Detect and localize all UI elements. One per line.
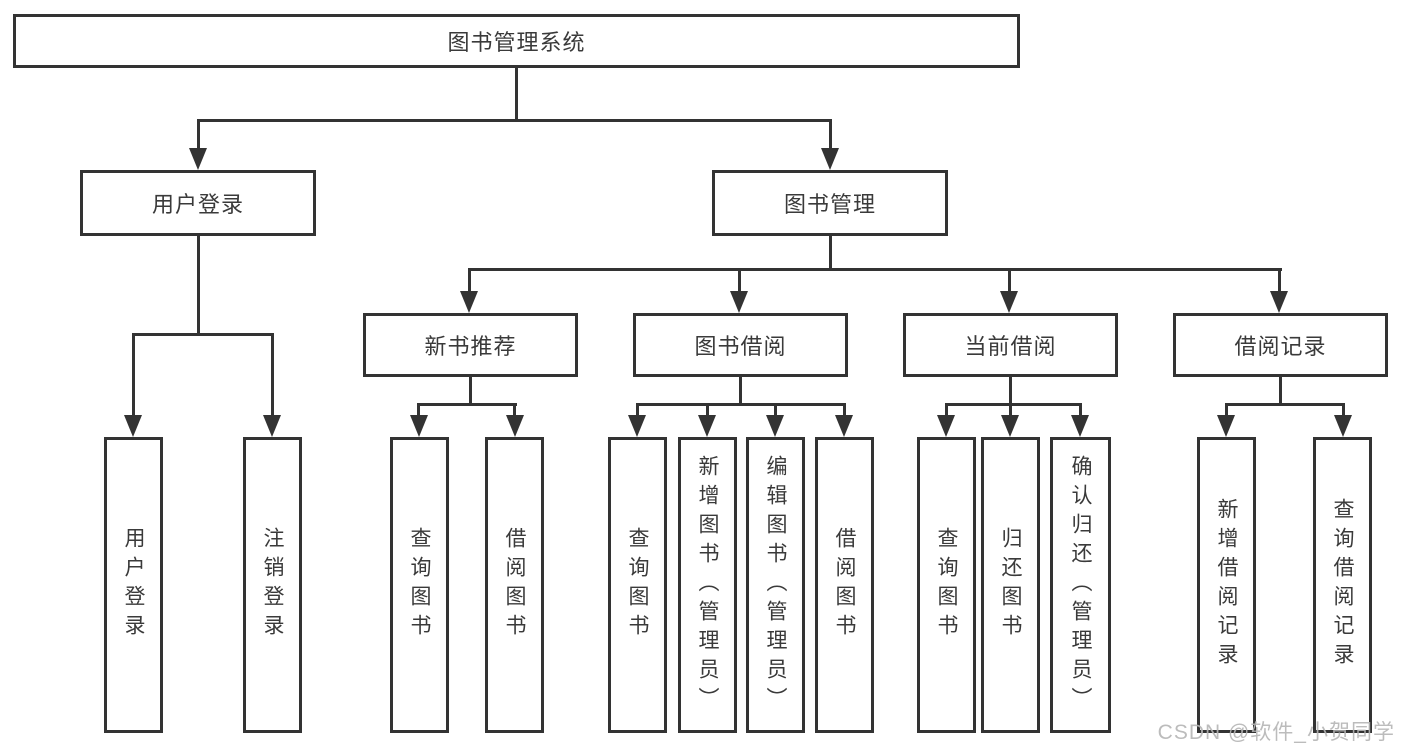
connector-vline	[636, 403, 639, 415]
connector-vline	[774, 403, 777, 415]
csdn-watermark: CSDN @软件_小贺同学	[1157, 721, 1395, 744]
arrow-down-icon	[1001, 415, 1019, 437]
leaf-borrow-books-recommend: 借阅图书	[485, 437, 544, 733]
node-user-login: 用户登录	[80, 170, 316, 236]
leaf-confirm-return-admin: 确认归还（管理员）	[1050, 437, 1111, 733]
node-book-borrowing: 图书借阅	[633, 313, 848, 377]
node-label: 查询图书	[935, 527, 958, 643]
connector-vline	[738, 268, 741, 291]
arrow-down-icon	[1334, 415, 1352, 437]
node-label: 新增图书（管理员）	[696, 454, 719, 716]
connector-vline	[1278, 268, 1281, 291]
node-label: 归还图书	[999, 527, 1022, 643]
node-label: 查询图书	[626, 527, 649, 643]
node-current-borrowing: 当前借阅	[903, 313, 1118, 377]
leaf-user-login: 用户登录	[104, 437, 163, 733]
leaf-query-borrow-record: 查询借阅记录	[1313, 437, 1372, 733]
connector-vline	[1008, 268, 1011, 291]
arrow-down-icon	[730, 291, 748, 313]
connector-hline	[132, 333, 274, 336]
connector-vline	[945, 403, 948, 415]
connector-vline	[513, 403, 516, 415]
leaf-query-books-current: 查询图书	[917, 437, 976, 733]
node-label: 查询借阅记录	[1331, 498, 1354, 672]
node-new-book-recommend: 新书推荐	[363, 313, 578, 377]
arrow-down-icon	[189, 148, 207, 170]
connector-vline	[1009, 403, 1012, 415]
connector-vline	[739, 375, 742, 406]
leaf-logout-login: 注销登录	[243, 437, 302, 733]
connector-vline	[1225, 403, 1228, 415]
node-book-management: 图书管理	[712, 170, 948, 236]
connector-vline	[468, 268, 471, 291]
leaf-borrow-books-borrowing: 借阅图书	[815, 437, 874, 733]
arrow-down-icon	[1270, 291, 1288, 313]
leaf-edit-books-admin: 编辑图书（管理员）	[746, 437, 805, 733]
connector-hline	[945, 403, 1082, 406]
connector-vline	[706, 403, 709, 415]
connector-vline	[1279, 375, 1282, 406]
node-label: 注销登录	[261, 527, 284, 643]
connector-vline	[843, 403, 846, 415]
connector-hline	[417, 403, 517, 406]
arrow-down-icon	[1071, 415, 1089, 437]
arrow-down-icon	[410, 415, 428, 437]
arrow-down-icon	[263, 415, 281, 437]
connector-hline	[636, 403, 846, 406]
node-label: 新增借阅记录	[1215, 498, 1238, 672]
arrow-down-icon	[821, 148, 839, 170]
node-label: 查询图书	[408, 527, 431, 643]
connector-vline	[271, 333, 274, 415]
leaf-add-books-admin: 新增图书（管理员）	[678, 437, 737, 733]
connector-hline	[1225, 403, 1345, 406]
connector-vline	[829, 119, 832, 150]
node-label: 借阅图书	[833, 527, 856, 643]
connector-vline	[417, 403, 420, 415]
leaf-return-books: 归还图书	[981, 437, 1040, 733]
connector-hline	[197, 119, 832, 122]
arrow-down-icon	[937, 415, 955, 437]
connector-vline	[1009, 375, 1012, 406]
connector-vline	[197, 235, 200, 336]
arrow-down-icon	[698, 415, 716, 437]
node-borrowing-records: 借阅记录	[1173, 313, 1388, 377]
arrow-down-icon	[460, 291, 478, 313]
leaf-query-books-recommend: 查询图书	[390, 437, 449, 733]
arrow-down-icon	[835, 415, 853, 437]
leaf-query-books-borrowing: 查询图书	[608, 437, 667, 733]
connector-vline	[515, 66, 518, 122]
connector-vline	[132, 333, 135, 415]
node-root-library-management-system: 图书管理系统	[13, 14, 1020, 68]
connector-vline	[829, 235, 832, 271]
node-label: 确认归还（管理员）	[1069, 454, 1092, 716]
connector-vline	[1079, 403, 1082, 415]
connector-vline	[1342, 403, 1345, 415]
arrow-down-icon	[766, 415, 784, 437]
connector-vline	[469, 375, 472, 406]
connector-hline	[468, 268, 1282, 271]
arrow-down-icon	[628, 415, 646, 437]
arrow-down-icon	[506, 415, 524, 437]
arrow-down-icon	[1000, 291, 1018, 313]
arrow-down-icon	[1217, 415, 1235, 437]
node-label: 借阅图书	[503, 527, 526, 643]
connector-vline	[197, 119, 200, 150]
arrow-down-icon	[124, 415, 142, 437]
node-label: 用户登录	[122, 527, 145, 643]
node-label: 编辑图书（管理员）	[764, 454, 787, 716]
leaf-add-borrow-record: 新增借阅记录	[1197, 437, 1256, 733]
